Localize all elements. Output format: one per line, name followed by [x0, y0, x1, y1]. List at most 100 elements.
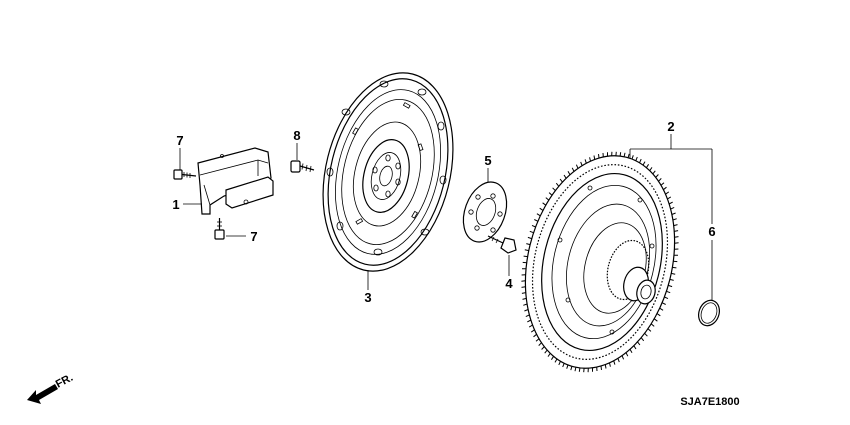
gear-tooth [627, 153, 630, 158]
gear-tooth [524, 309, 529, 312]
gear-tooth [523, 255, 528, 258]
gear-tooth [668, 284, 673, 288]
gear-tooth [650, 323, 655, 327]
gear-tooth [562, 363, 565, 368]
gear-tooth [669, 278, 674, 281]
part-7-bolt-upper[interactable] [173, 169, 197, 180]
gear-tooth [567, 171, 571, 175]
gear-tooth [663, 186, 667, 191]
gear-tooth [640, 337, 645, 342]
gear-tooth [613, 360, 616, 365]
callout-7-upper: 7 [176, 133, 183, 148]
part-6-o-ring[interactable] [695, 297, 723, 328]
gear-tooth [584, 159, 587, 164]
gear-tooth [598, 154, 600, 159]
gear-tooth [539, 207, 544, 211]
gear-tooth [574, 367, 577, 372]
gear-tooth [668, 201, 673, 205]
callout-6: 6 [708, 224, 715, 239]
gear-tooth [647, 328, 652, 332]
gear-tooth [674, 230, 679, 232]
gear-tooth [558, 360, 561, 366]
gear-tooth [527, 236, 532, 240]
gear-tooth [617, 358, 620, 363]
gear-tooth [652, 170, 656, 175]
gear-tooth [548, 192, 553, 196]
gear-tooth [529, 230, 534, 234]
leader-lines [179, 134, 713, 300]
gear-tooth [524, 249, 529, 252]
gear-tooth [563, 174, 567, 179]
part-7-bolt-lower[interactable] [214, 218, 225, 240]
gear-tooth [672, 266, 677, 269]
gear-tooth [644, 332, 648, 337]
gear-tooth [621, 355, 625, 360]
gear-tooth [566, 364, 569, 369]
part-5-plate[interactable] [456, 176, 515, 248]
gear-tooth [656, 313, 661, 317]
gear-tooth [552, 187, 556, 192]
gear-tooth [593, 155, 596, 160]
gear-tooth [635, 156, 638, 161]
part-2-torque-converter[interactable] [504, 140, 696, 384]
gear-tooth [555, 182, 560, 187]
gear-tooth [528, 324, 533, 328]
gear-tooth [554, 358, 558, 363]
gear-tooth [671, 272, 676, 275]
gear-tooth [534, 219, 539, 222]
gear-tooth [571, 167, 575, 172]
gear-tooth [521, 286, 526, 288]
gear-tooth [570, 366, 573, 371]
part-3-drive-plate[interactable] [303, 59, 472, 285]
part-8-bolt[interactable] [290, 160, 315, 173]
gear-tooth [661, 302, 666, 305]
gear-tooth [550, 356, 555, 360]
gear-tooth [604, 364, 607, 369]
gear-tooth [600, 365, 602, 370]
gear-tooth [658, 178, 662, 182]
gear-tooth [672, 218, 677, 221]
gear-tooth [664, 296, 669, 300]
gear-tooth [575, 164, 579, 169]
gear-tooth [623, 152, 626, 157]
gear-tooth [665, 191, 670, 195]
part-4-bolt[interactable] [487, 235, 517, 254]
gear-tooth [559, 178, 563, 183]
callout-5: 5 [484, 153, 491, 168]
gear-tooth [526, 243, 531, 246]
gear-tooth [629, 349, 633, 353]
gear-tooth [542, 202, 547, 206]
gear-tooth [535, 338, 540, 342]
gear-tooth [671, 212, 676, 215]
gear-tooth [653, 318, 658, 322]
gear-tooth [547, 353, 551, 357]
gear-tooth [619, 152, 622, 157]
part-1-plate[interactable] [197, 147, 274, 215]
gear-tooth [655, 174, 659, 178]
gear-tooth [673, 224, 678, 227]
front-indicator-label: FR. [54, 372, 75, 391]
gear-tooth [642, 161, 646, 166]
gear-tooth [533, 333, 537, 338]
gear-tooth [639, 158, 642, 164]
gear-tooth [633, 345, 637, 350]
gear-tooth [545, 197, 550, 201]
gear-tooth [523, 303, 528, 306]
gear-tooth [645, 164, 650, 168]
gear-tooth [522, 297, 527, 300]
callout-4: 4 [505, 276, 513, 291]
gear-tooth [544, 349, 548, 354]
callout-3: 3 [364, 290, 371, 305]
gear-tooth [659, 307, 664, 311]
callout-8: 8 [293, 128, 300, 143]
gear-tooth [530, 329, 535, 333]
gear-tooth [541, 346, 545, 350]
front-arrow-icon [27, 384, 58, 404]
callout-2: 2 [667, 119, 674, 134]
gear-tooth [525, 314, 530, 318]
gear-tooth [660, 182, 665, 186]
gear-tooth [667, 196, 672, 200]
gear-tooth [670, 206, 675, 210]
gear-tooth [527, 319, 532, 323]
